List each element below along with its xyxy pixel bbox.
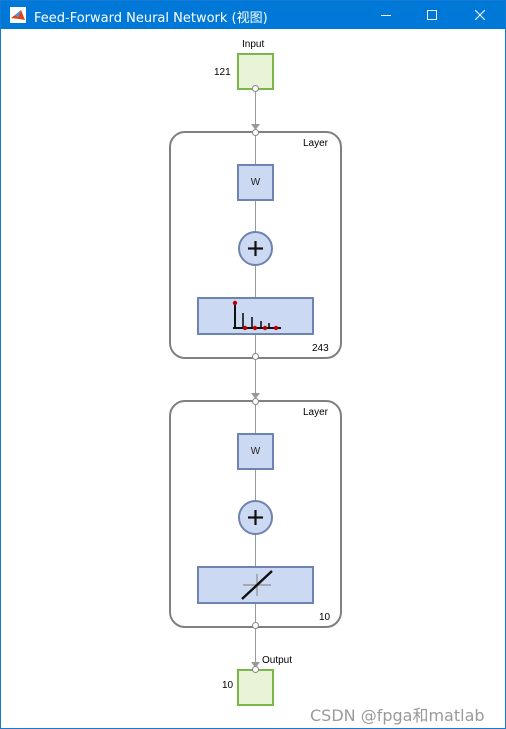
close-button[interactable] bbox=[457, 1, 503, 29]
hidden-transfer-block[interactable] bbox=[197, 297, 314, 335]
connection-wire bbox=[255, 92, 256, 129]
output-layer-size-label: 10 bbox=[319, 612, 331, 623]
watermark-text: CSDN @fpga和matlab bbox=[310, 706, 485, 725]
plus-icon bbox=[248, 241, 263, 256]
input-size-label: 121 bbox=[214, 67, 231, 78]
output-weight-block[interactable]: W bbox=[237, 433, 274, 470]
window-title: Feed-Forward Neural Network (视图) bbox=[34, 11, 268, 26]
plus-icon bbox=[248, 510, 263, 525]
minimize-button[interactable] bbox=[363, 1, 409, 29]
output-size-label: 10 bbox=[222, 680, 234, 691]
output-node[interactable] bbox=[237, 669, 274, 706]
tansig-icon bbox=[232, 300, 281, 331]
hidden-layer-size-label: 243 bbox=[312, 343, 329, 354]
output-layer-input-port bbox=[252, 398, 259, 405]
hidden-weight-block[interactable]: W bbox=[237, 164, 274, 201]
network-diagram: Input 121 Layer W bbox=[2, 29, 505, 729]
input-label: Input bbox=[242, 39, 265, 50]
title-bar[interactable]: Feed-Forward Neural Network (视图) bbox=[1, 1, 505, 29]
hidden-layer-label: Layer bbox=[303, 138, 329, 149]
matlab-app-icon bbox=[10, 7, 26, 23]
output-layer-label: Layer bbox=[303, 407, 329, 418]
output-layer-output-port bbox=[252, 622, 259, 629]
weight-label: W bbox=[250, 177, 261, 188]
hidden-layer-output-port bbox=[252, 353, 259, 360]
output-sum-node[interactable] bbox=[238, 500, 273, 535]
hidden-layer-input-port bbox=[252, 129, 259, 136]
hidden-sum-node[interactable] bbox=[238, 231, 273, 266]
connection-wire bbox=[255, 360, 256, 398]
output-port bbox=[252, 666, 259, 673]
maximize-icon bbox=[427, 10, 437, 20]
connection-wire bbox=[255, 629, 256, 667]
maximize-button[interactable] bbox=[409, 1, 455, 29]
arrow-down-icon bbox=[251, 124, 260, 130]
output-label: Output bbox=[262, 655, 293, 666]
purelin-icon bbox=[241, 570, 273, 600]
input-port bbox=[252, 85, 259, 92]
close-icon bbox=[475, 10, 485, 20]
output-transfer-block[interactable] bbox=[197, 566, 314, 604]
arrow-down-icon bbox=[251, 393, 260, 399]
arrow-down-icon bbox=[251, 662, 260, 668]
minimize-icon bbox=[381, 15, 391, 16]
weight-label: W bbox=[250, 446, 261, 457]
